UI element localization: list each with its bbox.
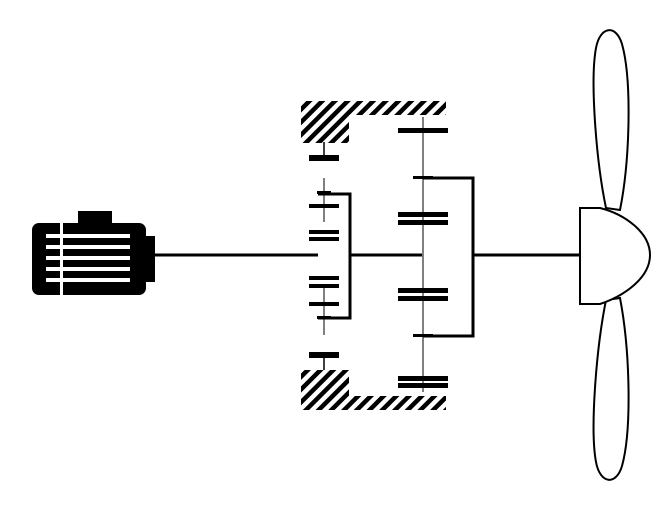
stage-2-carrier bbox=[423, 176, 475, 338]
electric-motor-icon bbox=[32, 211, 155, 295]
stage-1-ring-gear-top bbox=[309, 155, 339, 161]
stage-2-ring-gear-bottom bbox=[398, 376, 448, 381]
stage-1-ring-gear-bottom bbox=[309, 352, 339, 358]
propeller-blade-bottom bbox=[592, 296, 630, 481]
planetary-stage-1 bbox=[309, 142, 352, 370]
planetary-stage-2 bbox=[398, 117, 475, 392]
propeller-blade-top bbox=[592, 29, 630, 212]
stage-1-carrier bbox=[318, 192, 352, 320]
housing-ground-icon bbox=[301, 101, 446, 410]
stage-2-ring-gear-top bbox=[398, 128, 448, 133]
propeller-icon bbox=[579, 29, 652, 481]
propeller-hub bbox=[579, 207, 652, 305]
